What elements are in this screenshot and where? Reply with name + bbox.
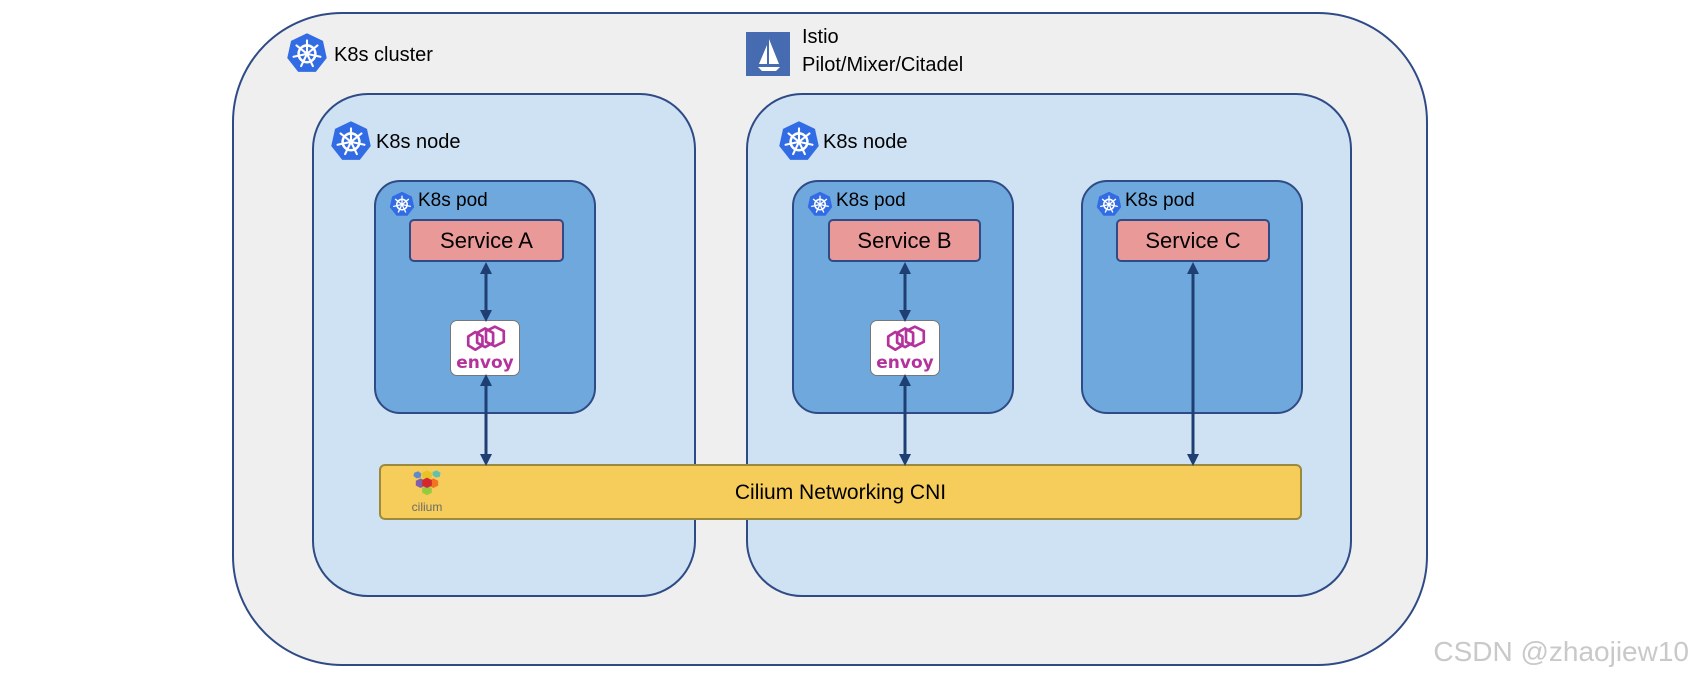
cni-label: Cilium Networking CNI — [734, 481, 947, 504]
pod-label: K8s pod — [418, 190, 488, 211]
envoy-label: envoy — [456, 353, 514, 373]
service-a: Service A — [409, 219, 564, 262]
pod-label: K8s pod — [1125, 190, 1195, 211]
service-b: Service B — [828, 219, 981, 262]
service-c: Service C — [1116, 219, 1270, 262]
watermark: CSDN @zhaojiew10 — [1433, 636, 1689, 667]
istio-title: Istio — [802, 26, 839, 48]
cluster-label: K8s cluster — [334, 44, 433, 66]
istio-icon — [746, 32, 790, 76]
pod-label: K8s pod — [836, 190, 906, 211]
node-label: K8s node — [376, 131, 461, 153]
envoy-proxy-b: envoy — [870, 320, 940, 376]
node-label: K8s node — [823, 131, 908, 153]
envoy-label: envoy — [876, 353, 934, 373]
cilium-cni-bar — [379, 464, 1302, 520]
cilium-logo-text: cilium — [411, 500, 443, 514]
istio-components: Pilot/Mixer/Citadel — [802, 54, 964, 76]
